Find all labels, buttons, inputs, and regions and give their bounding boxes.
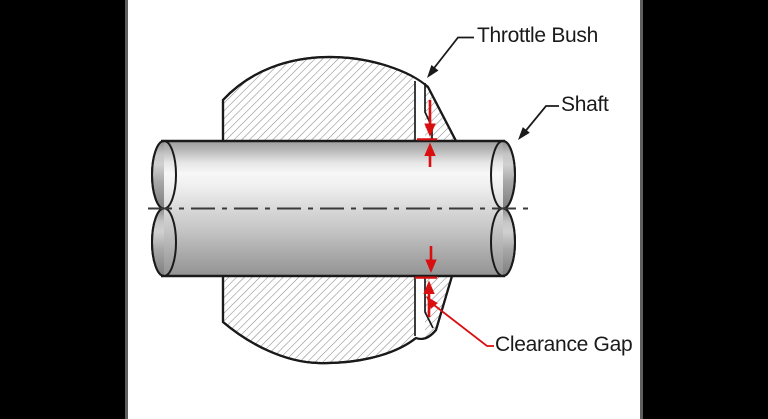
clearance-annotation-top [417, 100, 437, 167]
throttle-bush-leader-arrowhead-icon [427, 65, 439, 78]
bottom-up-arrowhead-icon [423, 280, 435, 294]
throttle-bush-label: Throttle Bush [477, 24, 598, 47]
bottom-down-arrowhead-icon [425, 259, 437, 273]
clearance-leader-line [431, 302, 494, 347]
shaft-label: Shaft [561, 93, 609, 116]
clearance-leader-arrowhead-icon [426, 296, 438, 309]
bush-slice-edge-top [424, 83, 433, 140]
top-down-arrowhead-icon [424, 123, 436, 137]
shaft-leader-line [520, 105, 559, 138]
bush-slice-edge-bottom [424, 277, 434, 329]
label-leaders [427, 36, 559, 140]
throttle-bush-leader-line [430, 36, 474, 73]
clearance-annotation-bottom [415, 246, 494, 347]
bush-outline-restroke [221, 55, 458, 365]
clearance-gap-label: Clearance Gap [495, 333, 633, 356]
top-up-arrowhead-icon [424, 142, 436, 156]
shaft-cylinder [148, 139, 532, 278]
shaft-leader-arrowhead-icon [518, 127, 530, 140]
